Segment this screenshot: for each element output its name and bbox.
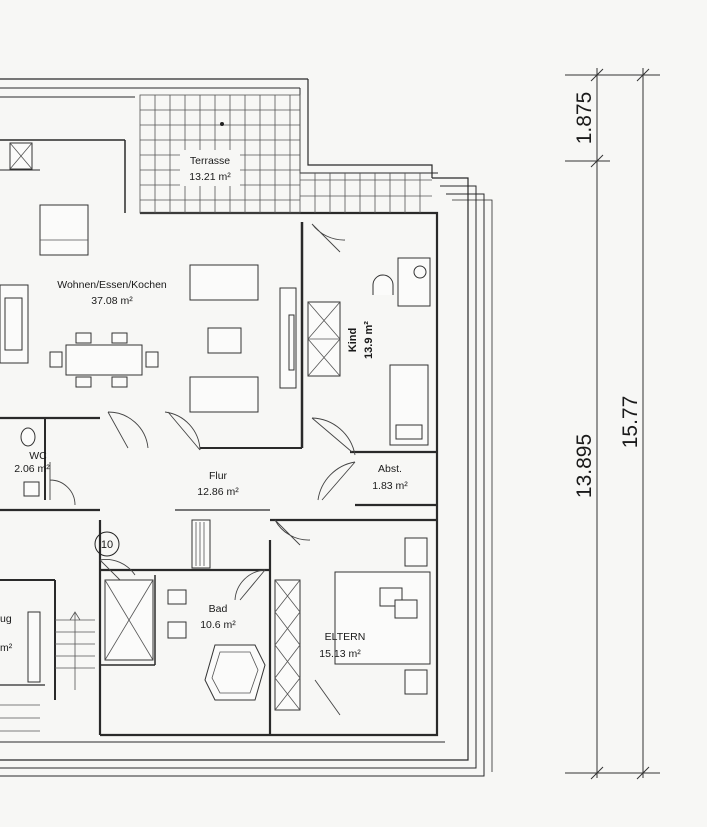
wc-area: 2.06 m² bbox=[14, 463, 50, 475]
interior-walls bbox=[0, 139, 437, 735]
flur-area: 12.86 m² bbox=[197, 486, 239, 498]
unit-number: 10 bbox=[101, 539, 113, 551]
terrasse-label: Terrasse bbox=[190, 155, 230, 167]
door-swings bbox=[49, 223, 356, 716]
unit-number-circle bbox=[94, 531, 120, 557]
aufzug-area-partial: m² bbox=[0, 642, 13, 654]
abst-area: 1.83 m² bbox=[372, 480, 408, 492]
wc-label: WC bbox=[29, 450, 47, 462]
dimension-top: 1.875 bbox=[573, 92, 596, 145]
wohnen-area: 37.08 m² bbox=[91, 295, 133, 307]
abst-label: Abst. bbox=[378, 463, 402, 475]
room-labels: Terrasse 13.21 m² Wohnen/Essen/Kochen 37… bbox=[0, 155, 408, 660]
bad-label: Bad bbox=[209, 603, 228, 615]
bad-area: 10.6 m² bbox=[200, 619, 236, 631]
terrasse-tiles bbox=[139, 94, 432, 214]
flur-label: Flur bbox=[209, 470, 228, 482]
kind-label: Kind bbox=[347, 328, 359, 352]
terrasse-area: 13.21 m² bbox=[189, 171, 231, 183]
dimension-middle: 13.895 bbox=[573, 434, 596, 498]
furniture bbox=[0, 142, 431, 732]
wohnen-label: Wohnen/Essen/Kochen bbox=[57, 279, 167, 291]
eltern-area: 15.13 m² bbox=[319, 648, 361, 660]
dimension-labels: 1.875 13.895 15.77 bbox=[573, 92, 642, 498]
aufzug-label-partial: ug bbox=[0, 613, 12, 625]
kind-area: 13.9 m² bbox=[363, 321, 375, 359]
dimension-lines bbox=[565, 68, 660, 780]
dimension-total: 15.77 bbox=[619, 396, 642, 449]
eltern-label: ELTERN bbox=[325, 631, 366, 643]
